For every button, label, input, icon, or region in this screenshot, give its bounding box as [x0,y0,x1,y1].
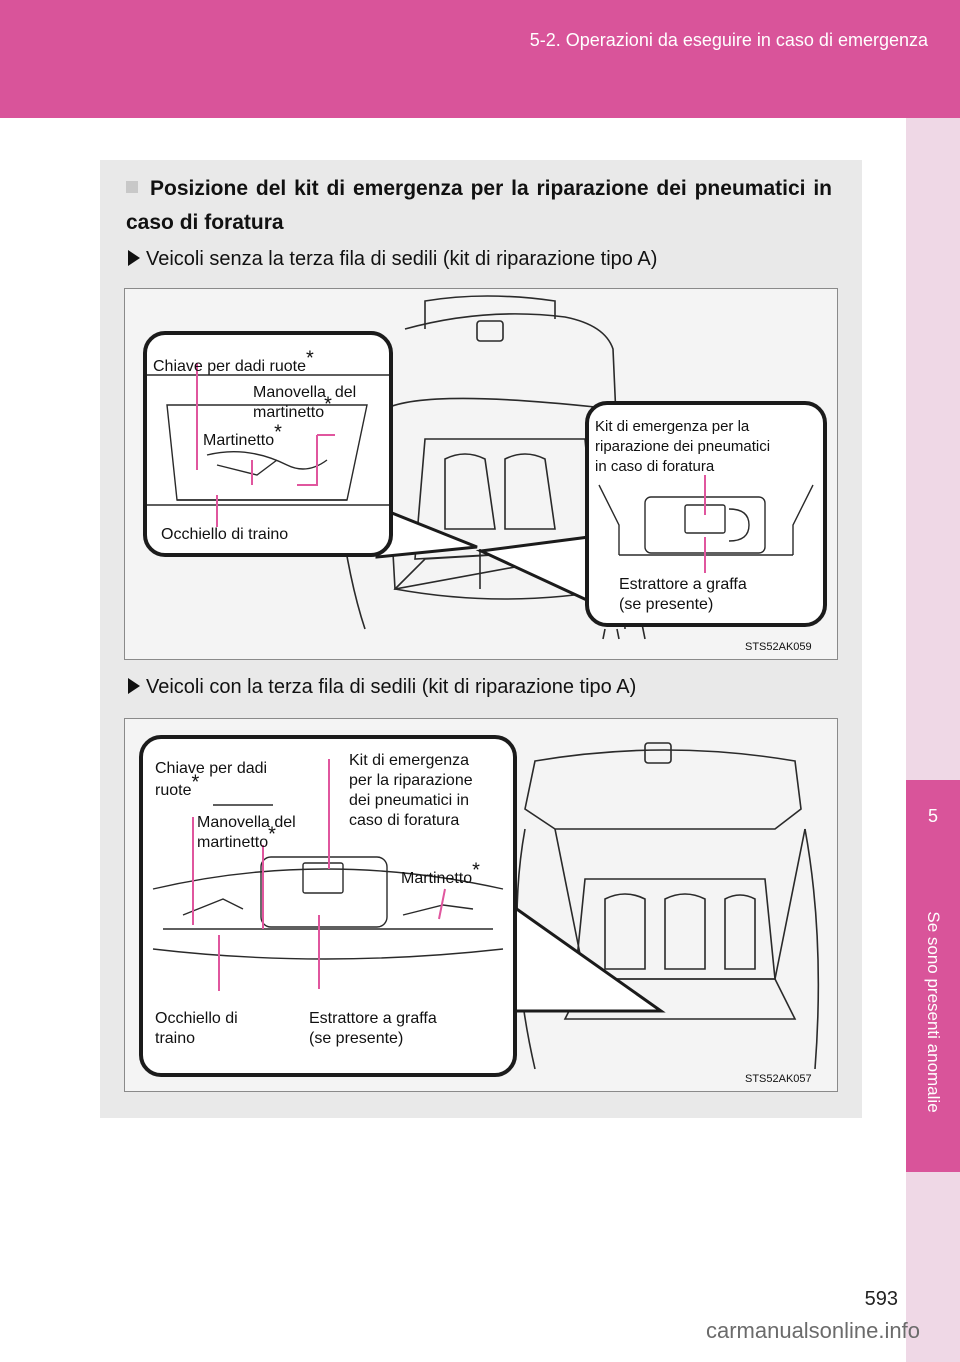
page-number: 593 [864,1288,898,1310]
chapter-label: Se sono presenti anomalie [906,852,960,1172]
asterisk: * [472,859,480,882]
chapter-label-text: Se sono presenti anomalie [924,911,943,1113]
label-puller-1: Estrattore a graffa [309,1010,437,1027]
label-tow-eye-1: Occhiello di [155,1010,238,1027]
figure-1: Chiave per dadi ruote* Manovella del mar… [124,288,838,660]
label-puller-2: (se presente) [309,1030,404,1047]
asterisk: * [191,771,200,794]
label-tow-eye: Occhiello di traino [161,526,289,543]
label-kit-1: Kit di emergenza per la [595,418,750,435]
page-header: 5-2. Operazioni da eseguire in caso di e… [0,0,960,118]
figure2-illustration [509,742,820,1070]
label-jack-handle-2: martinetto* [253,393,332,421]
label-puller-1: Estrattore a graffa [619,576,747,593]
watermark: carmanualsonline.info [705,1318,920,1343]
figure2-code: STS52AK057 [745,1073,812,1085]
asterisk: * [305,347,314,370]
figure2-detail [152,759,504,991]
label-jack: Martinetto* [401,859,480,887]
label-jack-handle-1: Manovella del [197,814,296,831]
figure1-right-detail [598,475,814,573]
figure1-code: STS52AK059 [745,641,812,653]
figure1-subtitle-text: Veicoli senza la terza fila di sedili (k… [146,248,658,270]
asterisk: * [268,823,276,846]
figure2-subtitle: Veicoli con la terza fila di sedili (kit… [128,676,636,699]
figure1-right-callout: Kit di emergenza per la riparazione dei … [585,401,827,627]
bullet-square-icon [126,181,138,193]
label-wrench-1: Chiave per dadi [155,760,268,777]
figure1-subtitle: Veicoli senza la terza fila di sedili (k… [128,248,657,271]
figure-2: Chiave per dadi ruote* Kit di emergenza … [124,718,838,1092]
triangle-bullet-icon [128,250,140,266]
label-kit-2: per la riparazione [349,772,473,789]
triangle-bullet-icon [128,678,140,694]
label-kit-4: caso di foratura [349,812,460,829]
label-kit-1: Kit di emergenza [349,752,470,769]
label-jack-handle-2: martinetto* [197,823,276,851]
label-kit-2: riparazione dei pneumatici [595,438,771,455]
figure1-left-callout: Chiave per dadi ruote* Manovella del mar… [143,331,393,557]
asterisk: * [274,421,282,444]
chapter-side-tab [906,118,960,1362]
chapter-number: 5 [906,780,960,852]
header-title: 5-2. Operazioni da eseguire in caso di e… [529,30,928,50]
section-title: Posizione del kit di emergenza per la ri… [126,172,832,240]
label-wrench: Chiave per dadi ruote* [153,347,314,375]
label-kit-3: in caso di foratura [595,458,715,475]
figure2-subtitle-text: Veicoli con la terza fila di sedili (kit… [146,676,637,698]
section-title-text: Posizione del kit di emergenza per la ri… [126,177,832,234]
label-puller-2: (se presente) [619,596,714,613]
label-tow-eye-2: traino [155,1030,196,1047]
label-kit-3: dei pneumatici in [349,792,470,809]
label-jack: Martinetto* [203,421,282,449]
label-wrench-2: ruote* [155,771,200,799]
figure1-left-detail [147,363,389,527]
figure2-callout: Chiave per dadi ruote* Kit di emergenza … [139,735,517,1077]
asterisk: * [324,393,332,416]
label-jack-handle: Manovella del [253,384,357,401]
